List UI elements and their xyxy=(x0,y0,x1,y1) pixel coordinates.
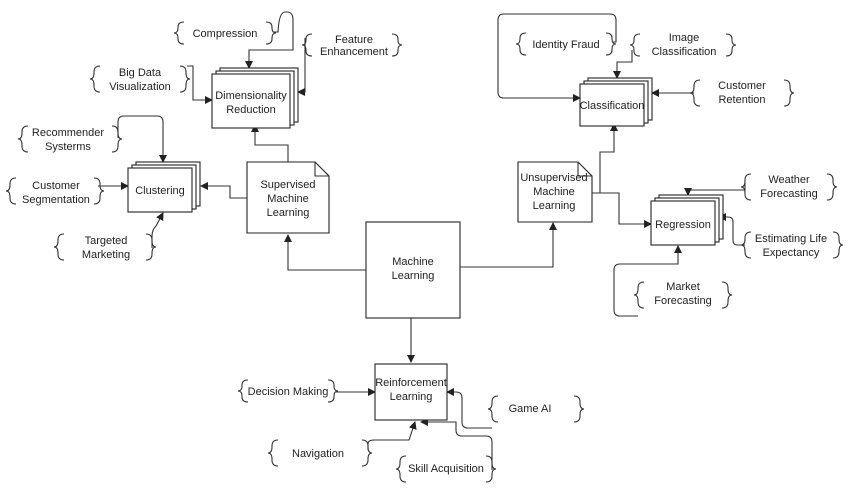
navigation-text: Navigation xyxy=(292,448,344,460)
note-customer-retention[interactable]: Customer Retention xyxy=(689,79,795,107)
image-classification-line-2: Classification xyxy=(652,46,717,58)
edge-compression-dimensionality xyxy=(245,11,294,69)
unsupervised-line-3: Learning xyxy=(533,200,576,212)
node-machine-learning[interactable]: Machine Learning xyxy=(365,221,461,319)
edge-image-classification xyxy=(613,50,633,79)
edge-unsupervised-regression xyxy=(593,192,652,228)
recommender-line-1: Recommender xyxy=(32,127,104,139)
big-data-line-1: Big Data xyxy=(119,67,162,79)
note-compression[interactable]: Compression xyxy=(173,21,277,45)
recommender-line-2: Systerms xyxy=(45,141,91,153)
reinforcement-line-1: Reinforcement xyxy=(375,377,447,389)
weather-line-1: Weather xyxy=(768,174,810,186)
edge-ml-unsupervised xyxy=(460,222,557,268)
note-targeted-marketing[interactable]: Targeted Marketing xyxy=(53,233,157,261)
note-market-forecasting[interactable]: Market Forecasting xyxy=(633,281,733,309)
supervised-line-3: Learning xyxy=(267,207,310,219)
edge-skill-reinforcement xyxy=(420,418,493,470)
life-expectancy-line-2: Expectancy xyxy=(763,247,820,259)
note-recommender-systems[interactable]: Recommender Systerms xyxy=(17,125,123,153)
edge-gameai-reinforcement xyxy=(446,388,492,429)
classification-label: Classification xyxy=(580,100,645,112)
node-supervised-learning[interactable]: Supervised Machine Learning xyxy=(246,161,330,234)
segmentation-line-1: Customer xyxy=(32,180,80,192)
note-game-ai[interactable]: Game AI xyxy=(487,395,585,423)
note-image-classification[interactable]: Image Classification xyxy=(629,32,737,58)
game-ai-text: Game AI xyxy=(509,403,552,415)
edge-marketing-clustering xyxy=(151,212,164,248)
unsupervised-line-2: Machine xyxy=(533,186,575,198)
edge-ml-supervised xyxy=(284,234,366,271)
note-feature-enhancement[interactable]: Feature Enhancement xyxy=(301,33,403,58)
dimensionality-line-2: Reduction xyxy=(226,104,276,116)
edge-supervised-clustering xyxy=(200,182,247,199)
note-weather-forecasting[interactable]: Weather Forecasting xyxy=(740,173,838,201)
edge-life-regression xyxy=(718,213,745,246)
targeted-line-1: Targeted xyxy=(85,235,128,247)
machine-learning-line-2: Learning xyxy=(392,270,435,282)
edge-feature-dimensionality xyxy=(297,38,306,96)
node-classification[interactable]: Classification xyxy=(579,77,653,127)
life-expectancy-line-1: Estimating Life xyxy=(755,233,827,245)
feature-enhancement-line-1: Feature xyxy=(335,34,373,46)
targeted-line-2: Marketing xyxy=(82,249,130,261)
edge-supervised-dimensionality xyxy=(251,124,289,162)
node-clustering[interactable]: Clustering xyxy=(127,161,201,213)
market-line-2: Forecasting xyxy=(654,295,711,307)
machine-learning-line-1: Machine xyxy=(392,256,434,268)
edge-weather-regression xyxy=(684,183,746,196)
edge-recommender-clustering xyxy=(117,115,167,163)
retention-line-2: Retention xyxy=(718,94,765,106)
edge-bigdata-dimensionality xyxy=(187,65,213,104)
regression-label: Regression xyxy=(655,219,711,231)
reinforcement-line-2: Learning xyxy=(390,391,433,403)
retention-line-1: Customer xyxy=(718,80,766,92)
note-skill-acquisition[interactable]: Skill Acquisition xyxy=(395,455,497,483)
edge-navigation-reinforcement xyxy=(367,421,417,450)
node-dimensionality-reduction[interactable]: Dimensionality Reduction xyxy=(211,67,299,129)
dimensionality-line-1: Dimensionality xyxy=(215,90,287,102)
supervised-line-1: Supervised xyxy=(260,179,315,191)
compression-text: Compression xyxy=(193,28,258,40)
skill-acquisition-text: Skill Acquisition xyxy=(408,463,484,475)
big-data-line-2: Visualization xyxy=(109,81,171,93)
note-big-data-visualization[interactable]: Big Data Visualization xyxy=(89,65,191,93)
unsupervised-line-1: Unsupervised xyxy=(520,172,587,184)
edge-market-regression xyxy=(613,245,682,317)
note-decision-making[interactable]: Decision Making xyxy=(237,379,339,403)
edges xyxy=(98,11,746,470)
node-unsupervised-learning[interactable]: Unsupervised Machine Learning xyxy=(517,161,593,223)
node-reinforcement-learning[interactable]: Reinforcement Learning xyxy=(374,363,448,421)
feature-enhancement-line-2: Enhancement xyxy=(320,46,388,58)
edge-identity-classification xyxy=(497,13,617,102)
note-customer-segmentation[interactable]: Customer Segmentation xyxy=(5,177,105,206)
node-regression[interactable]: Regression xyxy=(650,194,724,246)
identity-fraud-text: Identity Fraud xyxy=(532,39,599,51)
note-life-expectancy[interactable]: Estimating Life Expectancy xyxy=(740,231,844,259)
clustering-label: Clustering xyxy=(135,185,185,197)
note-navigation[interactable]: Navigation xyxy=(267,439,373,467)
note-identity-fraud[interactable]: Identity Fraud xyxy=(515,32,617,56)
segmentation-line-2: Segmentation xyxy=(22,194,90,206)
supervised-line-2: Machine xyxy=(267,193,309,205)
decision-making-text: Decision Making xyxy=(248,386,329,398)
image-classification-line-1: Image xyxy=(669,32,700,44)
weather-line-2: Forecasting xyxy=(760,188,817,200)
market-line-1: Market xyxy=(666,281,700,293)
